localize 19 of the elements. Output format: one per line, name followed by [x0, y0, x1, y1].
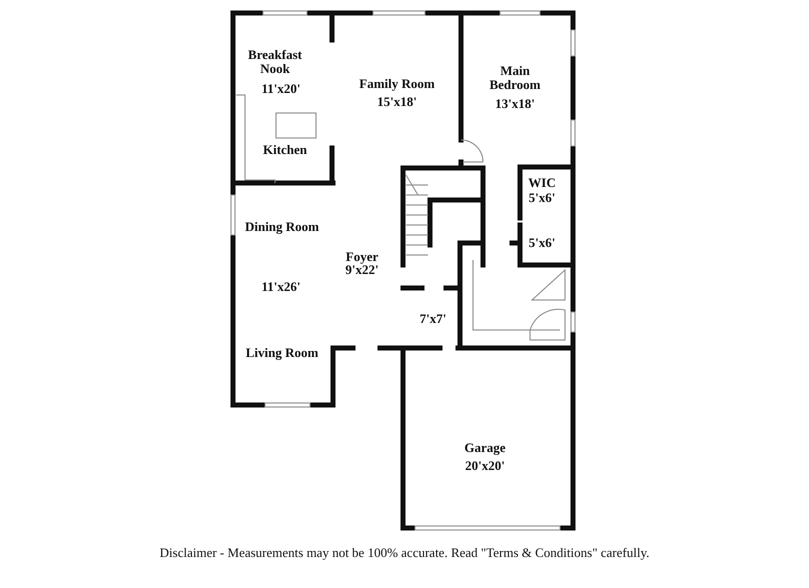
room-label: Main Bedroom [488, 64, 542, 92]
room-label: Foyer [344, 250, 380, 264]
room-label: Garage [463, 441, 507, 455]
room-label: Breakfast Nook [247, 48, 303, 76]
room-dimension: 13'x18' [494, 97, 536, 111]
room-dimension: 9'x22' [344, 263, 380, 277]
room-dimension: 5'x6' [528, 191, 556, 205]
room-label: Dining Room [244, 220, 320, 234]
room-label: Kitchen [262, 143, 308, 157]
room-dimension: 15'x18' [376, 95, 418, 109]
room-dimension: 5'x6' [528, 236, 556, 250]
room-dimension: 7'x7' [418, 312, 448, 326]
room-dimension: 11'x26' [260, 280, 302, 294]
room-label: Family Room [358, 77, 436, 91]
room-dimension: 11'x20' [260, 82, 302, 96]
disclaimer-text: Disclaimer - Measurements may not be 100% accurate. Read "Terms & Conditions" carefully. [158, 545, 650, 561]
room-label: WIC [527, 176, 557, 190]
room-label: Living Room [244, 346, 320, 360]
room-dimension: 20'x20' [464, 459, 506, 473]
